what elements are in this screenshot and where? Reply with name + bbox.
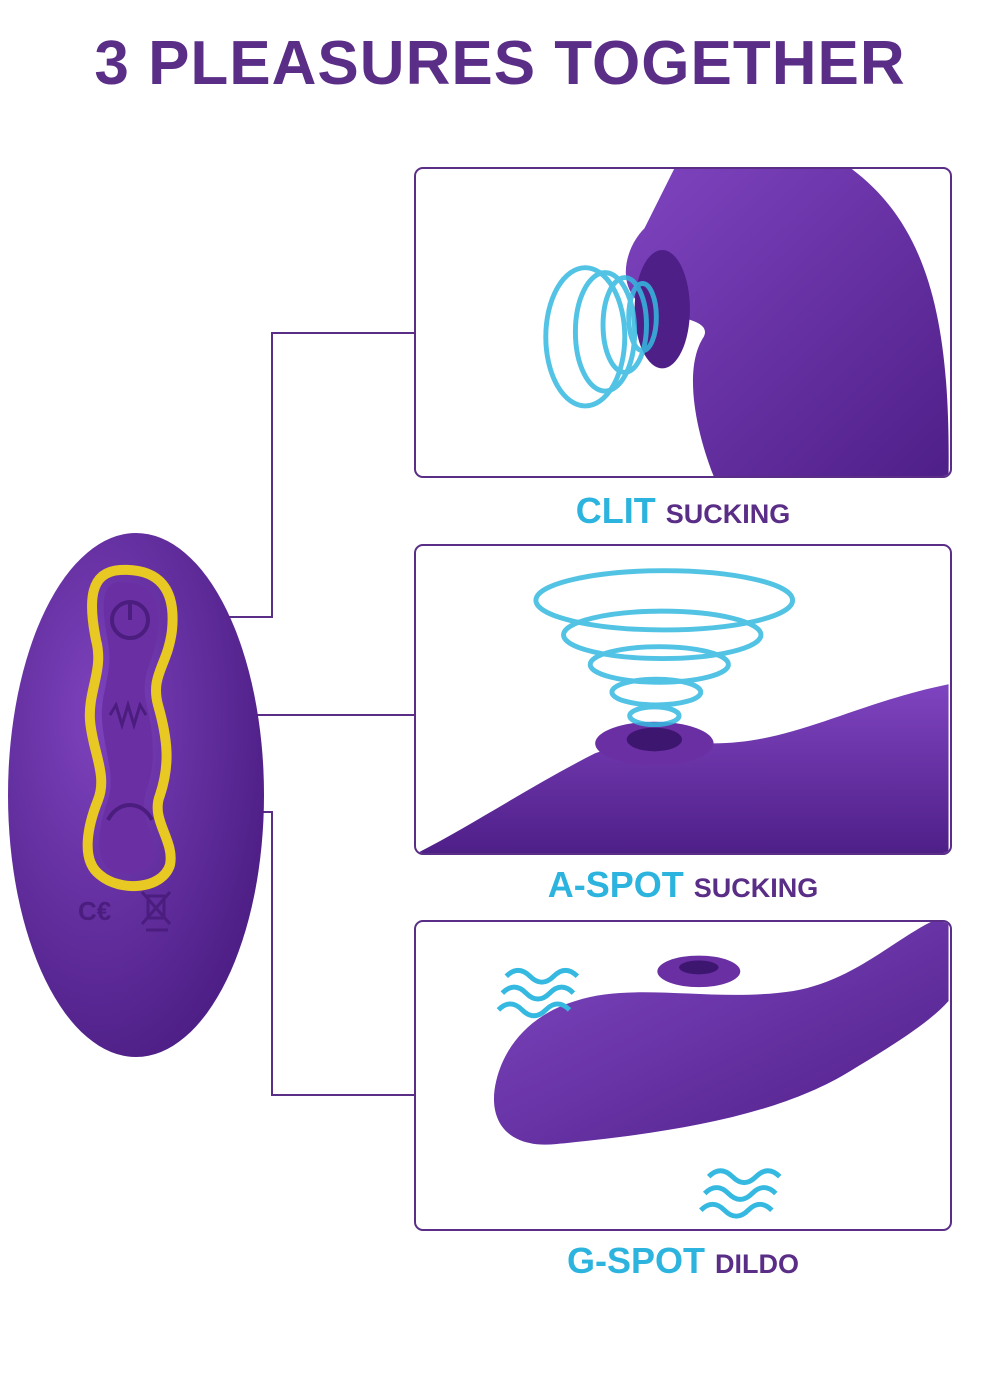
g-spot-label: G-SPOT xyxy=(566,1240,705,1281)
vibration-icon[interactable] xyxy=(108,699,148,731)
a-spot-sucking-caption: A-SPOT SUCKING xyxy=(414,864,952,906)
g-spot-dildo-image xyxy=(493,922,949,1219)
page-title: 3 PLEASURES TOGETHER xyxy=(94,29,906,98)
suction-icon[interactable] xyxy=(106,803,154,822)
a-spot-sucking-image xyxy=(417,568,949,853)
vibration-waves-icon xyxy=(699,1168,782,1219)
weee-icon xyxy=(140,891,172,932)
clit-sucking-panel xyxy=(414,167,952,478)
clit-label: CLIT xyxy=(575,490,656,531)
ce-mark: C€ xyxy=(78,896,111,926)
clit-sucking-label: SUCKING xyxy=(665,499,791,529)
clit-sucking-image xyxy=(543,169,949,476)
a-spot-label: A-SPOT xyxy=(547,864,684,905)
a-spot-sucking-panel xyxy=(414,544,952,855)
remote-control: C€ xyxy=(8,533,264,1057)
clit-sucking-caption: CLIT SUCKING xyxy=(414,490,952,532)
power-mode-icon[interactable] xyxy=(110,600,150,640)
g-spot-dildo-panel xyxy=(414,920,952,1231)
g-spot-dildo-label: DILDO xyxy=(715,1249,799,1279)
a-spot-sucking-label: SUCKING xyxy=(693,873,819,903)
g-spot-dildo-caption: G-SPOT DILDO xyxy=(414,1240,952,1282)
vibration-waves-icon xyxy=(496,967,580,1019)
